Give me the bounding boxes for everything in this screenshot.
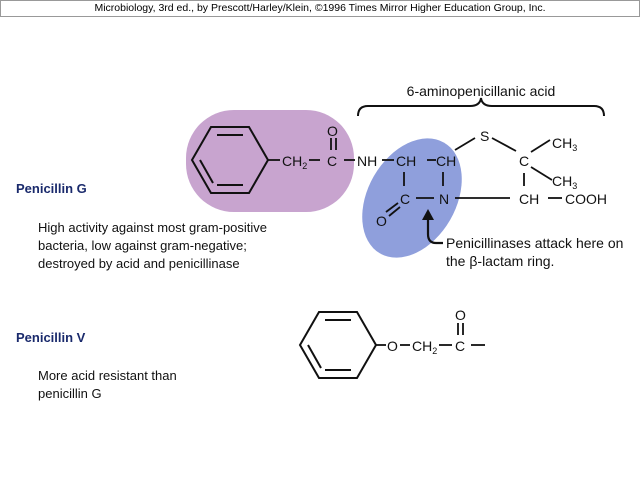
description-line: High activity against most gram-positive [38, 220, 268, 235]
atom-ch3: CH3 [552, 135, 577, 153]
atom-ch: CH [519, 191, 539, 207]
beta-lactam-highlight [362, 138, 462, 258]
copyright-header: Microbiology, 3rd ed., by Prescott/Harle… [0, 0, 640, 17]
atom-c: C [327, 153, 337, 169]
brace-label: 6-aminopenicillanic acid [407, 83, 556, 99]
penicillin-v-structure: O CH2 C O [298, 307, 485, 379]
penicillin-g-description: High activity against most gram-positive… [38, 219, 267, 273]
description-line: penicillin G [38, 386, 102, 401]
description-line: destroyed by acid and penicillinase [38, 256, 240, 271]
atom-o: O [376, 213, 387, 229]
atom-cooh: COOH [565, 191, 607, 207]
penicillin-g-structure: CH2 C O NH CH CH S C CH3 CH3 C N O CH CO… [186, 83, 623, 269]
atom-o: O [327, 123, 338, 139]
atom-nh: NH [357, 153, 377, 169]
atom-ch3: CH3 [552, 173, 577, 191]
atom-c: C [519, 153, 529, 169]
atom-n: N [439, 191, 449, 207]
annotation-line: Penicillinases attack here on [446, 235, 623, 251]
bonds [376, 323, 485, 346]
atom-ch2: CH2 [412, 338, 437, 356]
penicillin-v-title: Penicillin V [16, 330, 86, 345]
annotation-line: the β-lactam ring. [446, 253, 554, 269]
bonds [268, 137, 562, 217]
atom-o: O [455, 307, 466, 323]
penicillin-v-description: More acid resistant than penicillin G [38, 367, 177, 403]
description-line: bacteria, low against gram-negative; [38, 238, 247, 253]
atom-ch: CH [436, 153, 456, 169]
atom-c: C [400, 191, 410, 207]
atom-ch2: CH2 [282, 153, 307, 171]
brace-icon [357, 97, 605, 117]
description-line: More acid resistant than [38, 368, 177, 383]
atom-c: C [455, 338, 465, 354]
atom-ch: CH [396, 153, 416, 169]
penicillin-g-title: Penicillin G [16, 181, 87, 196]
atom-s: S [480, 128, 489, 144]
benzene-ring-icon [298, 311, 378, 379]
arrow-head-icon [422, 209, 434, 220]
atom-o: O [387, 338, 398, 354]
arrow-icon [426, 218, 443, 245]
